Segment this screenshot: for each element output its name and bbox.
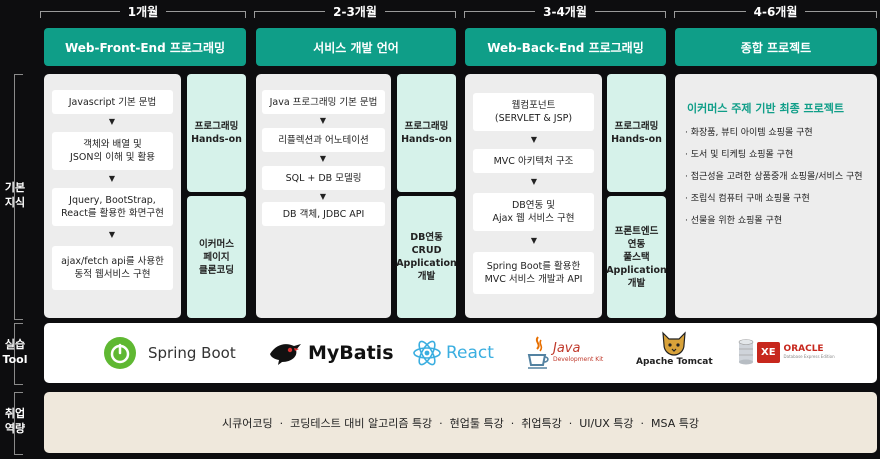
col2-panel [256,74,391,318]
col1-arrow-1: ▼ [108,117,116,126]
period-3-label: 3-4개월 [535,5,595,19]
java-cup-icon [526,335,550,371]
period-3: 3-4개월 [464,0,666,22]
spring-label: Spring Boot [148,344,236,362]
period-4: 4-6개월 [674,0,877,22]
mybatis-label: MyBatis [308,342,394,364]
side-label-career: 취업 역량 [4,407,26,435]
col3-arrow-2: ▼ [530,177,538,186]
col3-step-4: Spring Boot를 활용한 MVC 서비스 개발과 API [473,252,594,294]
col2-arrow-2: ▼ [319,154,327,163]
project-title: 이커머스 주제 기반 최종 프로젝트 [687,102,844,115]
phase-web-back-end: Web-Back-End 프로그래밍 [465,28,666,66]
project-panel: 이커머스 주제 기반 최종 프로젝트 · 화장품, 뷰티 아이템 쇼핑몰 구현 … [675,74,877,318]
col2-arrow-1: ▼ [319,116,327,125]
tool-bracket [14,323,23,385]
project-item: · 접근성을 고려한 상품중개 쇼핑몰/서비스 구현 [685,172,863,182]
col2-handson: 프로그래밍 Hands-on [397,74,456,192]
col1-arrow-3: ▼ [108,230,116,239]
project-item: · 선물을 위한 쇼핑몰 구현 [685,216,783,226]
react-label: React [446,343,494,363]
phase-final-project: 종합 프로젝트 [675,28,877,66]
col3-step-1: 웹컴포넌트 (SERVLET & JSP) [473,93,594,131]
oracle-xe-badge: XE [757,341,780,363]
col2-arrow-3: ▼ [319,192,327,201]
col3-extra: 프론트엔드 연동 풀스택 Application 개발 [606,196,667,318]
col1-step-2: 객체와 배열 및 JSON의 이해 및 활용 [52,132,173,170]
tool-tomcat: Apache Tomcat [636,331,713,373]
project-item: · 조립식 컴퓨터 구매 쇼핑몰 구현 [685,194,810,204]
col3-step-2: MVC 아키텍처 구조 [473,149,594,173]
tomcat-cat-icon [659,331,689,357]
career-bracket [14,392,23,455]
col1-step-4: ajax/fetch api를 사용한 동적 웹서비스 구현 [52,246,173,290]
col1-arrow-2: ▼ [108,174,116,183]
project-item: · 화장품, 뷰티 아이템 쇼핑몰 구현 [685,128,813,138]
java-sublabel: Development Kit [553,356,604,363]
period-4-label: 4-6개월 [745,5,806,19]
java-label: Java [553,341,581,356]
career-panel: 시큐어코딩 · 코딩테스트 대비 알고리즘 특강 · 현업툴 특강 · 취업특강… [44,392,877,453]
career-text: 시큐어코딩 · 코딩테스트 대비 알고리즘 특강 · 현업툴 특강 · 취업특강… [222,416,699,430]
phase-web-front-end: Web-Front-End 프로그래밍 [44,28,246,66]
col3-arrow-1: ▼ [530,135,538,144]
col2-step-2: 리플렉션과 어노테이션 [262,128,385,152]
tools-panel [44,323,877,383]
side-label-basic: 기본 지식 [4,181,26,209]
basic-bracket [14,74,23,320]
col2-step-3: SQL + DB 모델링 [262,166,385,190]
tool-spring-boot: Spring Boot [104,336,236,370]
col1-handson: 프로그래밍 Hands-on [187,74,246,192]
tool-java: Java Development Kit [526,334,603,372]
period-2: 2-3개월 [254,0,456,22]
project-list: · 화장품, 뷰티 아이템 쇼핑몰 구현 · 도서 및 티케팅 쇼핑몰 구현 ·… [685,122,863,232]
oracle-label: ORACLE [783,344,824,354]
project-item: · 도서 및 티케팅 쇼핑몰 구현 [685,150,794,160]
oracle-sublabel: Database Express Edition [783,354,835,359]
col2-extra: DB연동 CRUD Application 개발 [396,196,457,318]
database-icon [738,339,754,365]
col1-step-3: Jquery, BootStrap, React를 활용한 화면구현 [52,188,173,226]
side-label-tool: 실습 Tool [2,338,28,366]
spring-icon [104,337,136,369]
period-2-label: 2-3개월 [325,5,385,19]
mybatis-bird-icon [268,340,302,366]
col3-arrow-3: ▼ [530,236,538,245]
tool-react: React [412,338,494,368]
period-1: 1개월 [40,0,246,22]
phase-service-language: 서비스 개발 언어 [256,28,456,66]
react-atom-icon [412,339,442,367]
col1-extra: 이커머스 페이지 클론코딩 [187,196,246,318]
tool-mybatis: MyBatis [268,338,394,368]
col3-step-3: DB연동 및 Ajax 웹 서비스 구현 [473,193,594,231]
col3-handson: 프로그래밍 Hands-on [607,74,666,192]
tomcat-label: Apache Tomcat [636,357,713,367]
col2-step-4: DB 객체, JDBC API [262,202,385,226]
period-1-label: 1개월 [119,5,167,19]
col1-step-1: Javascript 기본 문법 [52,90,173,114]
tool-oracle-xe: XE ORACLE Database Express Edition [738,336,835,368]
col2-step-1: Java 프로그래밍 기본 문법 [262,90,385,114]
